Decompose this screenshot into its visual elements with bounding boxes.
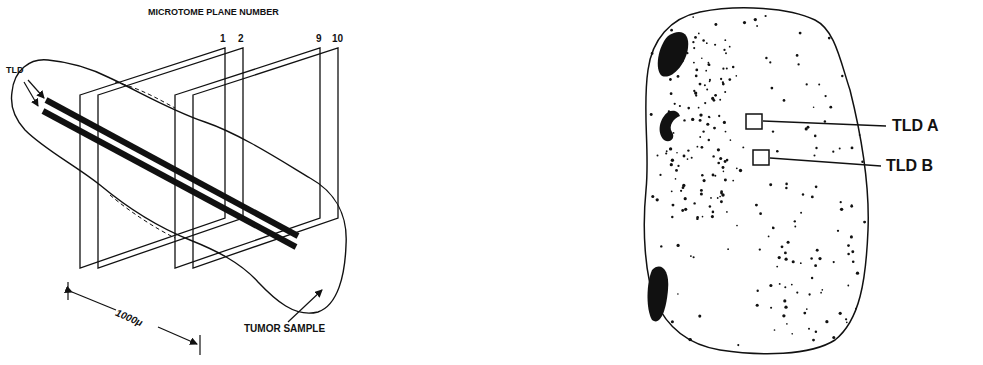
microtome-planes bbox=[80, 48, 338, 268]
plane-number: 10 bbox=[332, 34, 343, 44]
hidden-edges bbox=[110, 82, 175, 238]
tld-bar bbox=[43, 111, 296, 247]
leader-line bbox=[763, 121, 886, 126]
part-label: TLD A bbox=[892, 118, 939, 134]
plane-number: 9 bbox=[316, 34, 322, 44]
part-label: TLD B bbox=[886, 158, 933, 174]
tld-arrow bbox=[28, 80, 44, 98]
tumor-outline bbox=[12, 60, 347, 313]
leader-line bbox=[770, 158, 881, 166]
dark-patches bbox=[648, 32, 689, 321]
plane-number: 2 bbox=[238, 34, 244, 44]
section-outline bbox=[644, 8, 868, 354]
tld-square bbox=[753, 150, 769, 165]
dimension-label: 1000μ bbox=[114, 308, 144, 328]
plane-number: 1 bbox=[220, 34, 226, 44]
part-label: TUMOR SAMPLE bbox=[244, 324, 325, 334]
part-label: TLD bbox=[6, 66, 24, 75]
leader-line bbox=[288, 290, 322, 322]
tld-square bbox=[746, 114, 762, 129]
tld-arrow bbox=[24, 82, 38, 106]
tld-bar bbox=[46, 100, 298, 236]
dimension-line bbox=[68, 282, 200, 355]
cell-dots bbox=[650, 15, 866, 346]
axis-title: MICROTOME PLANE NUMBER bbox=[148, 8, 279, 17]
